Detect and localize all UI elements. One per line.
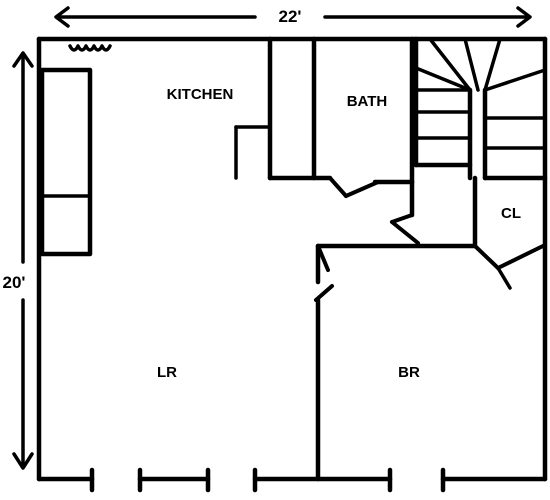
bath-label: BATH (347, 93, 388, 110)
bedroom-door-swing (314, 284, 334, 302)
bath-walls (234, 36, 415, 198)
stove-burners (68, 44, 112, 52)
living-room-label: LR (157, 364, 177, 381)
bath-door-swing (344, 180, 380, 198)
closet-door-swing (496, 243, 547, 270)
width-arrowhead-left (54, 6, 70, 28)
width-arrowhead-right (516, 6, 532, 28)
hall-door (390, 213, 414, 224)
exterior-walls (36, 36, 548, 493)
closet-door (473, 244, 500, 270)
bedroom-label: BR (398, 364, 420, 381)
bath-door (328, 176, 348, 198)
staircase (413, 36, 548, 181)
width-dimension: 22' (54, 6, 532, 28)
winder-tread (483, 37, 502, 92)
closet-label: CL (501, 205, 521, 222)
winder-tread (414, 66, 472, 92)
kitchen-counter (39, 44, 112, 257)
winder-tread (428, 37, 472, 92)
height-dimension: 20' (3, 51, 34, 470)
height-arrowhead-bottom (12, 452, 34, 470)
hall-and-closet (315, 175, 547, 290)
height-arrowhead-top (12, 51, 34, 68)
winder-tread (463, 37, 480, 92)
height-dimension-label: 20' (3, 273, 26, 292)
bedroom-door (316, 244, 330, 272)
winder-tread (483, 68, 547, 92)
width-dimension-label: 22' (279, 7, 302, 26)
kitchen-label: KITCHEN (167, 86, 234, 103)
closet-door-leaf (496, 266, 512, 290)
bedroom-walls (314, 243, 334, 482)
counter-outline (39, 67, 93, 257)
hall-door-swing (390, 220, 420, 245)
